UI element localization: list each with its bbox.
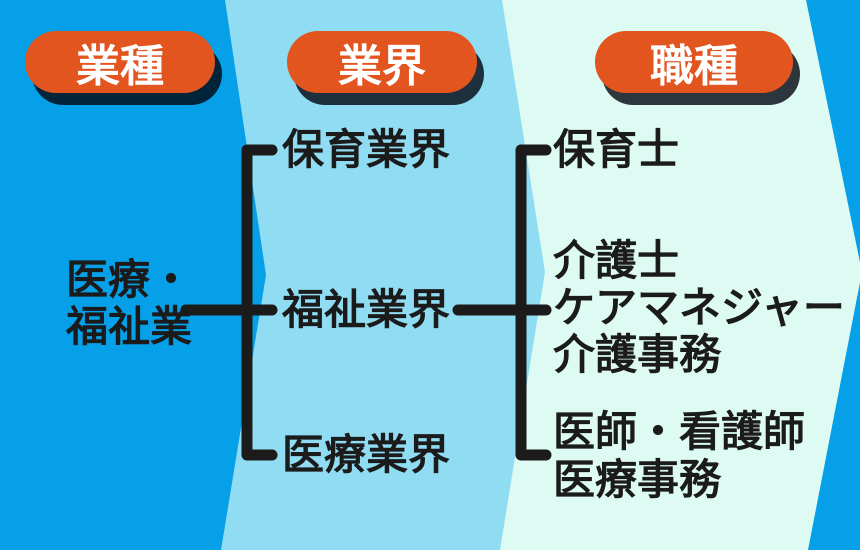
badge-industry-type-label: 業種: [76, 41, 164, 92]
occupation-item: 医師・看護師: [553, 407, 806, 456]
occupation-group-medical: 医師・看護師 医療事務: [553, 408, 805, 504]
label-industry-medical: 医療業界: [282, 430, 451, 479]
occupation-item: 介護事務: [553, 330, 722, 379]
label-industry-welfare: 福祉業界: [282, 285, 451, 334]
industry-type-line2: 福祉業: [66, 302, 193, 351]
occupation-item: ケアマネジャー: [553, 283, 845, 332]
badge-occupation: 職種: [595, 31, 793, 93]
connector-tree-industry: [180, 144, 278, 461]
occupation-item: 介護士: [553, 236, 680, 285]
occupation-group-childcare: 保育士: [553, 126, 679, 174]
badge-occupation-label: 職種: [650, 41, 738, 92]
badge-industry: 業界: [287, 31, 477, 93]
connector-tree-occupation: [452, 144, 552, 461]
occupation-group-welfare: 介護士 ケアマネジャー 介護事務: [553, 237, 845, 378]
industry-type-line1: 医療・: [66, 255, 193, 304]
label-industry-childcare: 保育業界: [282, 125, 451, 174]
label-industry-type: 医療・ 福祉業: [66, 256, 192, 350]
badge-industry-label: 業界: [338, 41, 426, 92]
occupation-item: 医療事務: [553, 455, 722, 504]
occupation-item: 保育士: [553, 125, 680, 174]
badge-industry-type: 業種: [25, 31, 215, 93]
